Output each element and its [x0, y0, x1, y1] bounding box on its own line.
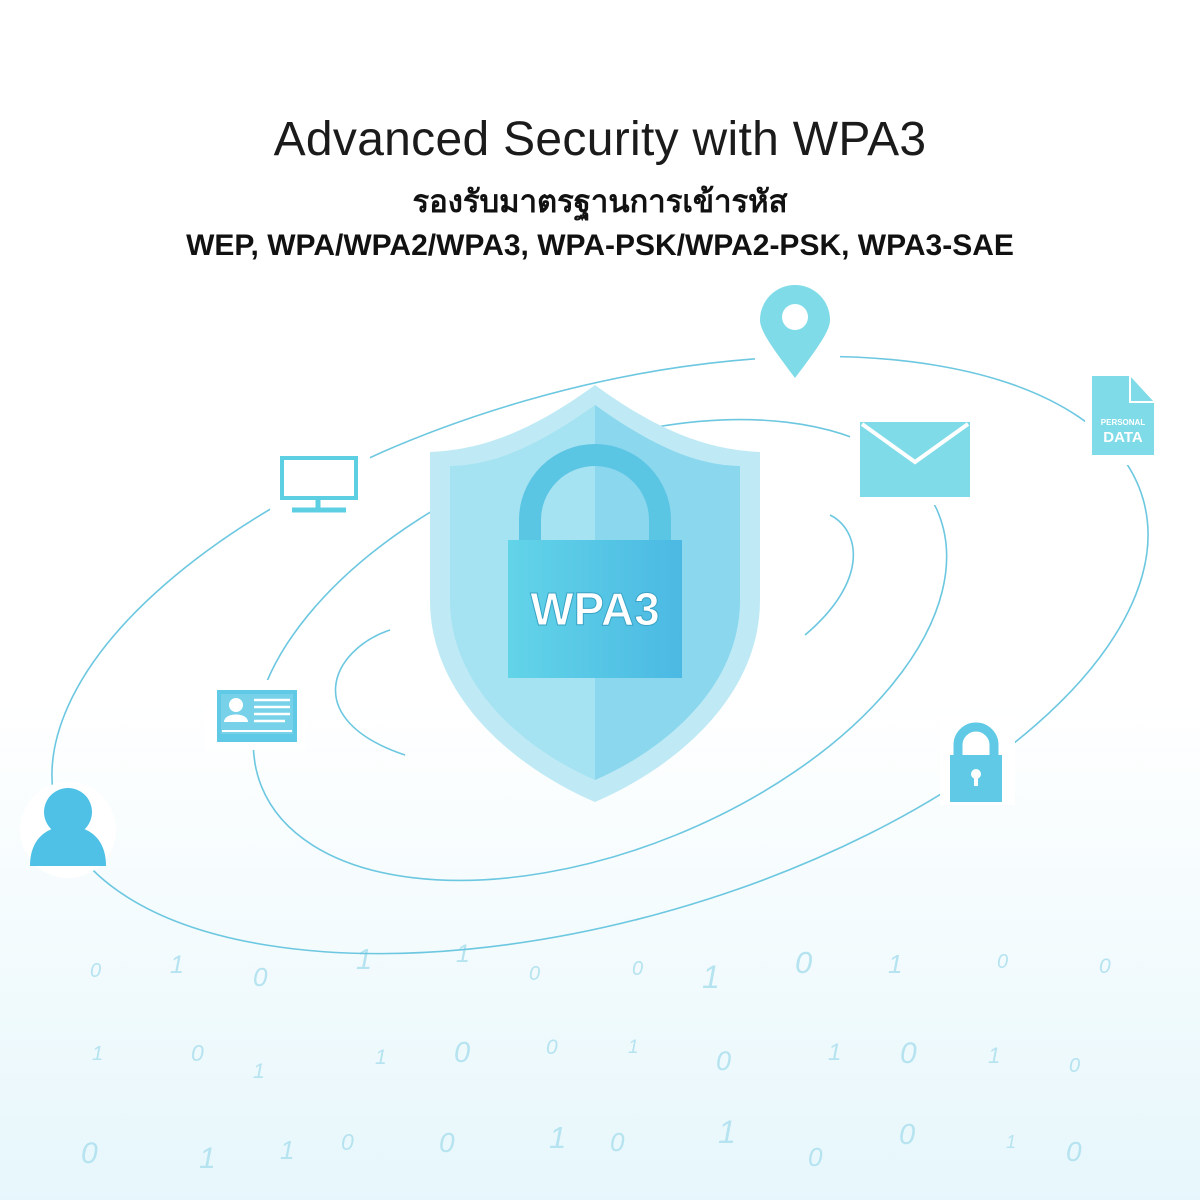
binary-digit: 0 [795, 945, 812, 980]
binary-digit: 0 [900, 1037, 917, 1070]
binary-digit: 1 [456, 940, 470, 968]
binary-digit: 0 [81, 1137, 98, 1170]
id-card-icon [217, 690, 297, 742]
binary-digit: 0 [716, 1046, 731, 1076]
binary-digit: 1 [280, 1135, 294, 1165]
binary-digit: 1 [549, 1120, 566, 1155]
binary-digit: 0 [808, 1142, 823, 1172]
binary-digit: 0 [90, 960, 101, 982]
location-pin-icon [760, 285, 830, 378]
binary-digit: 0 [997, 951, 1008, 973]
subtitle-thai: รองรับมาตรฐานการเข้ารหัส [412, 184, 788, 220]
binary-digit: 1 [253, 1060, 265, 1083]
binary-digit: 1 [718, 1114, 736, 1150]
binary-digit: 1 [170, 951, 184, 979]
monitor-icon [280, 456, 358, 513]
lock-label: WPA3 [530, 583, 660, 635]
binary-digit: 1 [375, 1046, 387, 1069]
binary-digit: 1 [828, 1039, 841, 1066]
binary-digit: 1 [356, 944, 372, 976]
mail-icon [860, 422, 970, 497]
document-label-top: PERSONAL [1101, 418, 1146, 427]
small-lock-icon [950, 722, 1002, 802]
binary-digit: 1 [628, 1037, 639, 1058]
binary-digit: 0 [191, 1040, 204, 1066]
binary-digit: 0 [341, 1129, 354, 1155]
user-icon [30, 788, 106, 866]
binary-digit: 0 [454, 1037, 470, 1069]
binary-digit: 0 [253, 962, 268, 992]
binary-digit: 1 [888, 949, 902, 979]
binary-digit: 0 [610, 1127, 625, 1157]
binary-digit: 1 [199, 1142, 216, 1175]
padlock-icon: WPA3 [508, 444, 682, 678]
binary-digit: 0 [899, 1119, 915, 1151]
binary-digit: 1 [92, 1043, 103, 1065]
page-title: Advanced Security with WPA3 [273, 113, 927, 166]
binary-digit: 0 [1099, 955, 1111, 978]
binary-digit: 0 [529, 963, 540, 985]
binary-digit: 0 [439, 1127, 455, 1158]
inner-arc-left [334, 629, 406, 756]
binary-digit: 1 [1006, 1132, 1016, 1152]
protocol-list: WEP, WPA/WPA2/WPA3, WPA-PSK/WPA2-PSK, WP… [186, 229, 1014, 262]
binary-digit: 0 [632, 958, 643, 980]
binary-digit: 0 [1066, 1136, 1082, 1167]
binary-digits: 0 1 0 1 1 0 0 1 0 1 0 0 1 0 1 1 0 0 1 0 1 0 1 0 0 1 1 0 0 1 0 1 0 0 1 0 [81, 940, 1111, 1175]
inner-arc-right [804, 514, 855, 636]
binary-digit: 0 [1069, 1055, 1080, 1077]
document-label-bottom: DATA [1103, 429, 1143, 446]
personal-data-document-icon: PERSONAL DATA [1092, 376, 1154, 455]
binary-digit: 0 [546, 1036, 558, 1059]
binary-digit: 1 [702, 959, 720, 995]
binary-digit: 1 [988, 1043, 1000, 1068]
